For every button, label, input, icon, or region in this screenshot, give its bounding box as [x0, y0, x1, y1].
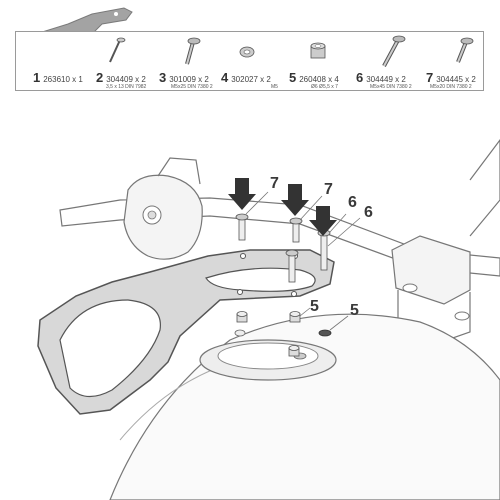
part-code: 304409 x 2 — [106, 75, 146, 84]
part-spec: 3,5 x 13 DIN 7982 — [106, 84, 147, 90]
down-arrow-icon — [309, 206, 337, 236]
callout-6: 6 — [364, 204, 373, 221]
part-spec: M5x20 DIN 7380 2 — [430, 84, 472, 90]
bolt — [285, 249, 299, 283]
part-code: 301009 x 2 — [169, 75, 209, 84]
part-number: 4 — [221, 70, 229, 85]
down-arrow-icon — [228, 178, 256, 210]
down-arrow-icon — [281, 184, 309, 216]
assembly-diagram — [37, 139, 500, 500]
part-code: 304449 x 2 — [366, 75, 406, 84]
switch-button — [147, 210, 157, 220]
part-number: 6 — [356, 70, 364, 85]
spacer — [289, 311, 301, 323]
bolt-icon — [456, 37, 474, 63]
part-spec: Ø6 Ø5,5 x 7 — [311, 84, 338, 90]
parts-list: 1 263610 x 1 2 304409 x 2 3,5 x 13 DIN 7… — [15, 31, 484, 91]
part-number: 5 — [289, 70, 297, 85]
part-code: 263610 x 1 — [43, 75, 83, 84]
part-spec: M5x25 DIN 7380 2 — [171, 84, 213, 90]
part-code: 304445 x 2 — [436, 75, 476, 84]
part-spec: M5 — [271, 84, 278, 90]
part-number: 3 — [159, 70, 167, 85]
part-spec: M5x45 DIN 7380 2 — [370, 84, 412, 90]
part-number: 2 — [96, 70, 104, 85]
part-number: 1 — [33, 70, 41, 85]
bolt-icon — [185, 37, 201, 65]
callout-6: 6 — [348, 194, 357, 211]
screw-icon — [109, 37, 126, 63]
part-number: 7 — [426, 70, 434, 85]
callout-5: 5 — [350, 302, 359, 319]
part-code: 302027 x 2 — [231, 75, 271, 84]
nut-icon — [239, 46, 255, 58]
spacer — [288, 345, 300, 357]
left-switch-housing — [123, 174, 203, 260]
callout-5: 5 — [310, 298, 319, 315]
bolt-icon — [382, 35, 406, 67]
handlebar-clamp — [391, 235, 471, 305]
callout-7: 7 — [270, 175, 279, 192]
callout-7: 7 — [324, 181, 333, 198]
spacer — [236, 311, 248, 323]
bolt — [289, 217, 303, 243]
bolt — [235, 213, 249, 241]
spacer-icon — [310, 42, 326, 59]
part-code: 260408 x 4 — [299, 75, 339, 84]
